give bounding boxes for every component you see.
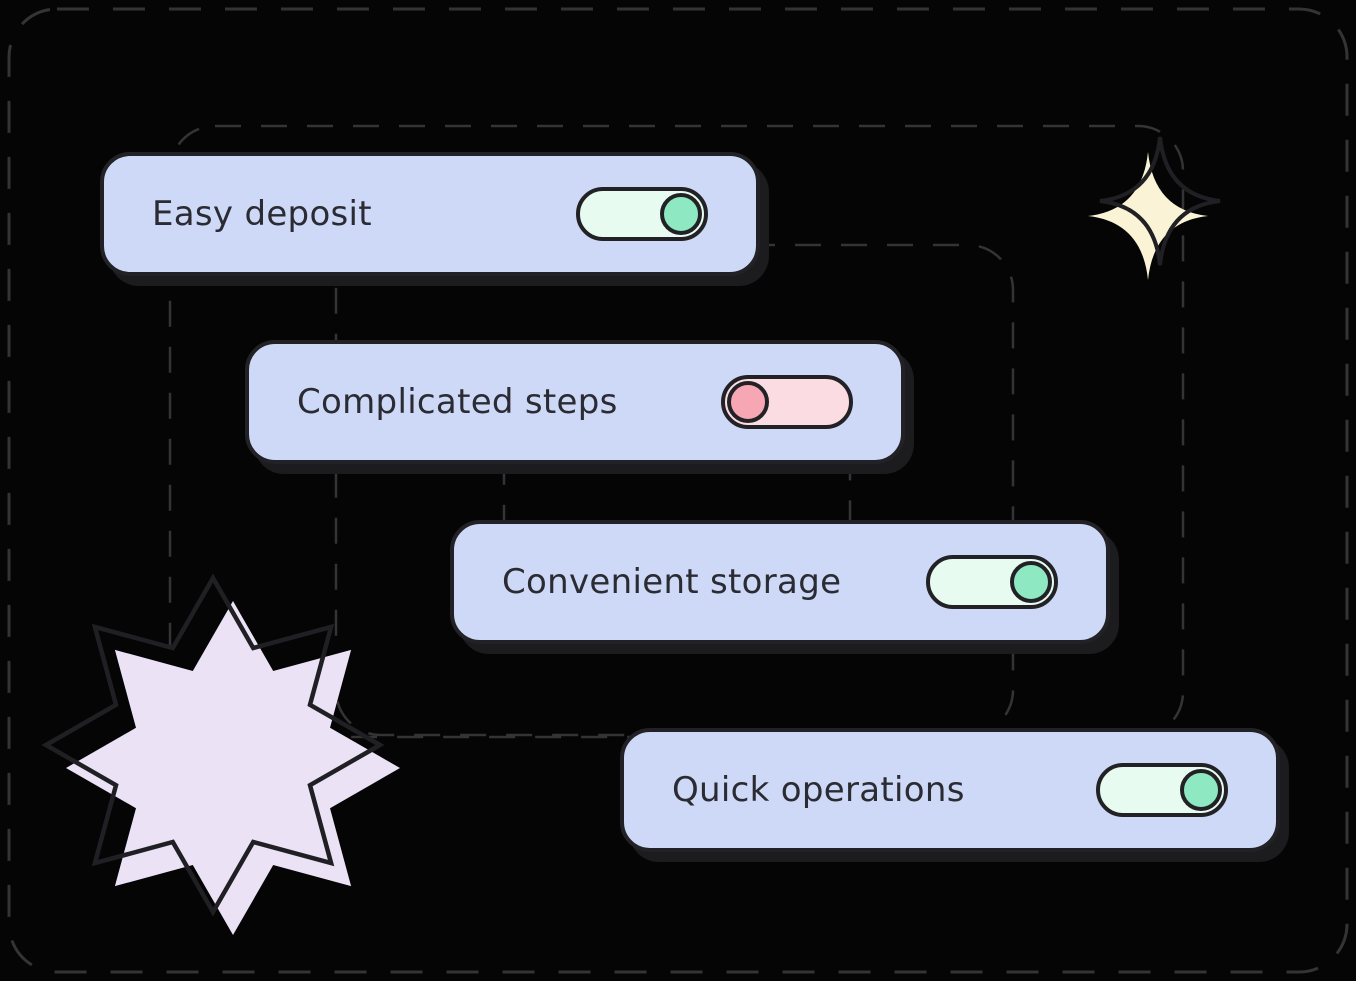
feature-card-quick-operations: Quick operations <box>620 728 1280 852</box>
dashed-frame-inner-2 <box>334 243 1015 737</box>
feature-card-easy-deposit: Easy deposit <box>100 152 760 276</box>
feature-card-label: Quick operations <box>672 770 965 810</box>
toggle-knob <box>727 381 769 423</box>
sparkle-outline-icon <box>1099 136 1221 266</box>
toggle-easy-deposit[interactable] <box>576 187 708 241</box>
toggle-knob <box>1180 769 1222 811</box>
dashed-frame-outer <box>7 7 1349 974</box>
toggle-knob <box>660 193 702 235</box>
feature-card-label: Complicated steps <box>297 382 618 422</box>
toggle-convenient-storage[interactable] <box>926 555 1058 609</box>
feature-card-complicated-steps: Complicated steps <box>245 340 905 464</box>
burst-star-icon <box>66 601 400 935</box>
feature-card-convenient-storage: Convenient storage <box>450 520 1110 644</box>
sparkle-icon <box>1088 152 1208 280</box>
feature-card-label: Convenient storage <box>502 562 842 602</box>
feature-card-label: Easy deposit <box>152 194 372 234</box>
burst-star-outline-icon <box>41 573 385 917</box>
toggle-complicated-steps[interactable] <box>721 375 853 429</box>
toggle-knob <box>1010 561 1052 603</box>
toggle-quick-operations[interactable] <box>1096 763 1228 817</box>
